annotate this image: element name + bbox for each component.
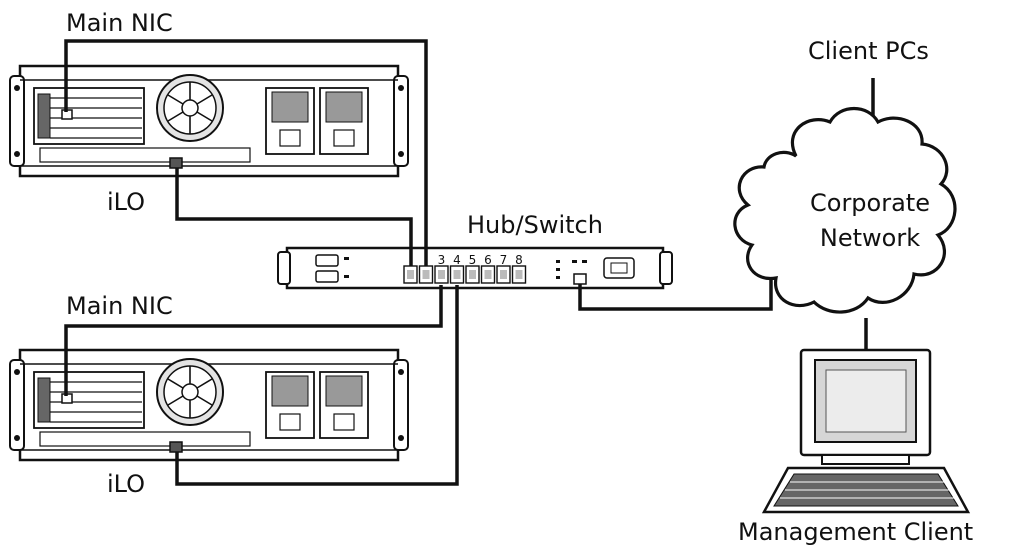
switch-port-jack — [438, 270, 445, 279]
switch-port-label: 8 — [515, 253, 523, 267]
label-main-nic-2: Main NIC — [66, 292, 173, 320]
corporate-network-cloud — [733, 107, 957, 314]
label-main-nic-1: Main NIC — [66, 9, 173, 37]
cable-switch-uplink — [578, 270, 773, 311]
cables — [64, 39, 875, 486]
switch-port-jack — [422, 270, 430, 279]
switch-port-jack — [469, 270, 476, 279]
label-corporate: Corporate — [810, 189, 930, 217]
switch-port-jack — [407, 270, 414, 279]
server-2 — [8, 348, 410, 462]
server-1 — [8, 64, 410, 178]
switch-port-label: 5 — [469, 253, 477, 267]
switch-port-jack — [453, 270, 461, 279]
label-ilo-1: iLO — [107, 188, 145, 216]
switch-port-jack — [515, 270, 523, 279]
cable-server-2-ilo — [175, 285, 459, 486]
label-client-pcs: Client PCs — [808, 37, 929, 65]
label-hub-switch: Hub/Switch — [467, 211, 603, 239]
server-2-ilo-port — [169, 441, 183, 453]
switch-port-jack — [500, 270, 507, 279]
label-management-client: Management Client — [738, 518, 973, 546]
label-network: Network — [820, 224, 920, 252]
server-1-ilo-port — [169, 157, 183, 169]
switch-port-label: 3 — [438, 253, 446, 267]
cable-server-1-ilo — [175, 168, 413, 266]
cable-server-2-nic — [64, 285, 443, 396]
switch-port-label: 6 — [484, 253, 492, 267]
cable-server-1-nic — [64, 39, 428, 266]
label-ilo-2: iLO — [107, 470, 145, 498]
switch-port-label: 7 — [500, 253, 508, 267]
management-client-computer — [761, 348, 971, 514]
switch-uplink-port — [573, 273, 587, 285]
switch-port-label: 4 — [453, 253, 461, 267]
switch-port-jack — [484, 270, 492, 279]
